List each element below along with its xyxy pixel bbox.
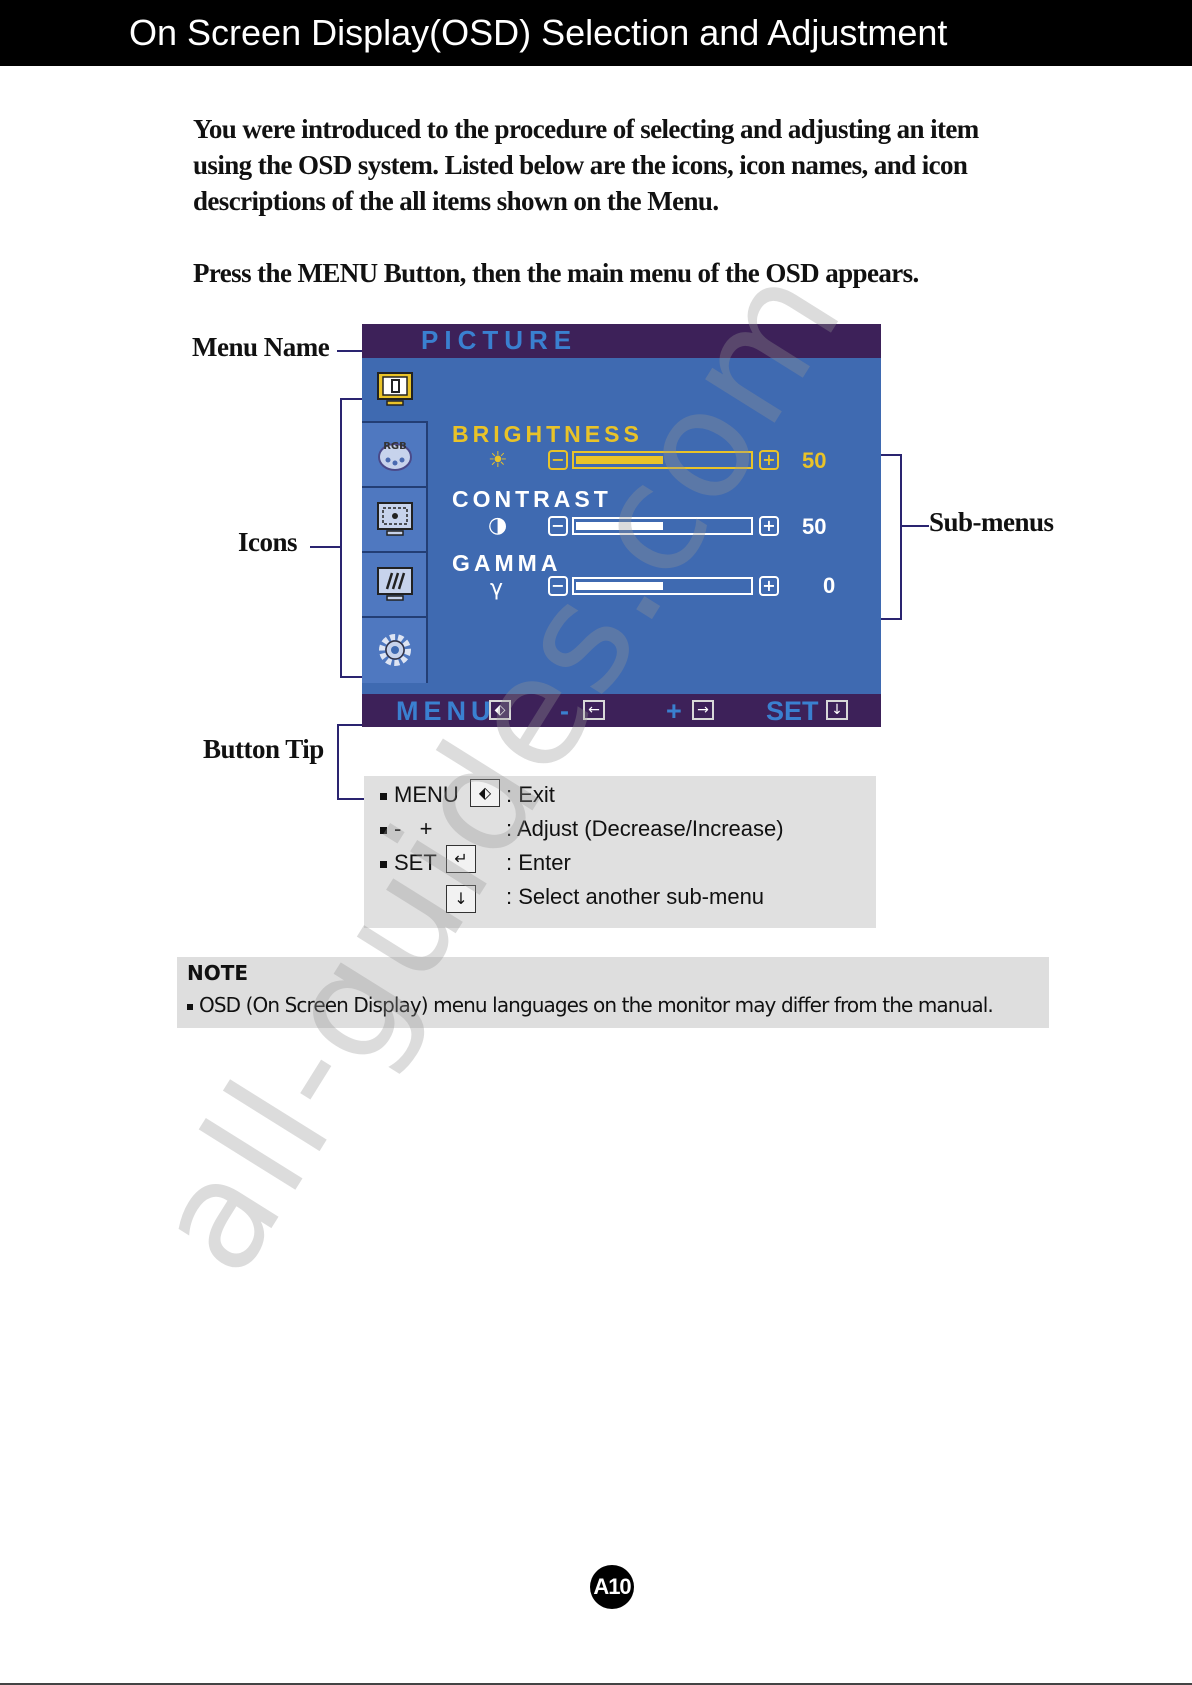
tip-desc-adjust: : Adjust (Decrease/Increase) <box>506 816 784 841</box>
bracket-sub-menus <box>900 454 902 620</box>
gamma-minus-icon[interactable]: − <box>548 576 568 596</box>
gear-icon <box>379 634 411 666</box>
callout-menu-name: Menu Name <box>192 332 330 362</box>
rgb-color-icon: RGB <box>378 441 412 471</box>
connector-sub-menus <box>900 525 929 527</box>
bracket-sub-menus-bottom <box>866 618 902 620</box>
tip-row-set: SET <box>380 850 437 876</box>
page-header <box>0 0 1192 66</box>
footer-menu-label: MENU <box>396 696 496 726</box>
osd-tab-color[interactable]: RGB <box>362 423 428 488</box>
osd-menu-name: PICTURE <box>421 325 578 355</box>
intro-line-4: Press the MENU Button, then the main men… <box>193 258 919 288</box>
page-title: On Screen Display(OSD) Selection and Adj… <box>129 12 948 53</box>
footer-left-arrow-icon[interactable]: ← <box>583 700 605 720</box>
note-title: NOTE <box>187 961 249 985</box>
down-arrow-key-icon: ↓ <box>446 885 476 913</box>
tracking-monitor-icon <box>377 502 413 536</box>
footer-right-arrow-icon[interactable]: → <box>692 700 714 720</box>
brightness-value: 50 <box>802 448 827 473</box>
osd-menu-panel: PICTURE RGB <box>362 324 881 727</box>
note-text-row: OSD (On Screen Display) menu languages o… <box>187 993 994 1017</box>
osd-footer-bar: MENU ⬖ - ← + → SET ↓ <box>362 694 881 727</box>
bullet-icon <box>380 860 387 868</box>
osd-tab-setup[interactable] <box>362 553 428 618</box>
bracket-icons-bottom <box>340 676 362 678</box>
bullet-icon <box>187 1003 193 1010</box>
tip-key-menu: MENU <box>394 782 459 807</box>
gamma-plus-icon[interactable]: + <box>759 576 779 596</box>
bracket-sub-menus-top <box>866 454 902 456</box>
gamma-slider-fill <box>576 582 663 590</box>
bullet-icon <box>380 826 387 834</box>
tip-desc-enter: : Enter <box>506 850 571 875</box>
bracket-button-tip <box>337 724 339 800</box>
submenu-label-brightness: BRIGHTNESS <box>452 421 643 447</box>
submenu-label-gamma: GAMMA <box>452 550 562 576</box>
tip-row-menu: MENU <box>380 782 459 808</box>
footer-exit-key-icon[interactable]: ⬖ <box>489 700 511 720</box>
brightness-plus-icon[interactable]: + <box>759 450 779 470</box>
contrast-slider-fill <box>576 522 663 530</box>
bottom-rule <box>0 1683 1192 1685</box>
bracket-icons-top <box>340 398 362 400</box>
intro-line-1: You were introduced to the procedure of … <box>193 114 979 144</box>
osd-tab-settings[interactable] <box>362 618 428 683</box>
picture-monitor-icon <box>377 372 413 406</box>
osd-tab-tracking[interactable] <box>362 488 428 553</box>
tip-key-adjust: - + <box>394 816 433 841</box>
footer-set-label: SET <box>766 696 819 726</box>
connector-icons <box>310 546 340 548</box>
brightness-slider-fill <box>576 456 663 464</box>
osd-tab-picture[interactable] <box>362 358 428 423</box>
brightness-slider[interactable] <box>572 451 753 469</box>
note-box: NOTE OSD (On Screen Display) menu langua… <box>177 957 1049 1028</box>
tip-desc-exit: : Exit <box>506 782 555 807</box>
connector-menu-name <box>337 350 362 352</box>
osd-title-bar: PICTURE <box>362 324 881 358</box>
sun-icon: ☀ <box>488 448 508 473</box>
note-text: OSD (On Screen Display) menu languages o… <box>199 993 994 1017</box>
page-number: A10 <box>590 1565 634 1609</box>
bracket-button-tip-top <box>337 724 362 726</box>
contrast-minus-icon[interactable]: − <box>548 516 568 536</box>
callout-icons: Icons <box>238 527 298 557</box>
contrast-slider[interactable] <box>572 517 753 535</box>
bracket-icons <box>340 398 342 678</box>
tip-desc-select: : Select another sub-menu <box>506 884 765 909</box>
osd-icon-sidebar: RGB <box>362 358 428 694</box>
intro-line-3: descriptions of the all items shown on t… <box>193 186 719 216</box>
brightness-minus-icon[interactable]: − <box>548 450 568 470</box>
tip-row-adjust: - + <box>380 816 433 842</box>
intro-line-2: using the OSD system. Listed below are t… <box>193 150 968 180</box>
button-tip-box: MENU ⬖ : Exit - + : Adjust (Decrease/Inc… <box>364 776 876 928</box>
tip-key-set: SET <box>394 850 437 875</box>
submenu-label-contrast: CONTRAST <box>452 486 612 512</box>
callout-sub-menus: Sub-menus <box>929 507 1054 537</box>
enter-key-icon: ↵ <box>446 845 476 873</box>
rgb-icon-label: RGB <box>383 441 407 452</box>
gamma-value: 0 <box>823 573 836 598</box>
setup-monitor-icon <box>377 567 413 601</box>
bullet-icon <box>380 792 387 800</box>
contrast-plus-icon[interactable]: + <box>759 516 779 536</box>
footer-plus-label: + <box>666 696 682 726</box>
contrast-icon: ◑ <box>488 513 508 538</box>
footer-minus-label: - <box>560 696 569 726</box>
gamma-icon: γ <box>490 576 504 601</box>
bracket-button-tip-bottom <box>337 798 364 800</box>
contrast-value: 50 <box>802 514 827 539</box>
menu-exit-key-icon: ⬖ <box>470 779 500 807</box>
footer-down-arrow-icon[interactable]: ↓ <box>826 700 848 720</box>
gamma-slider[interactable] <box>572 577 753 595</box>
callout-button-tip: Button Tip <box>203 734 324 764</box>
